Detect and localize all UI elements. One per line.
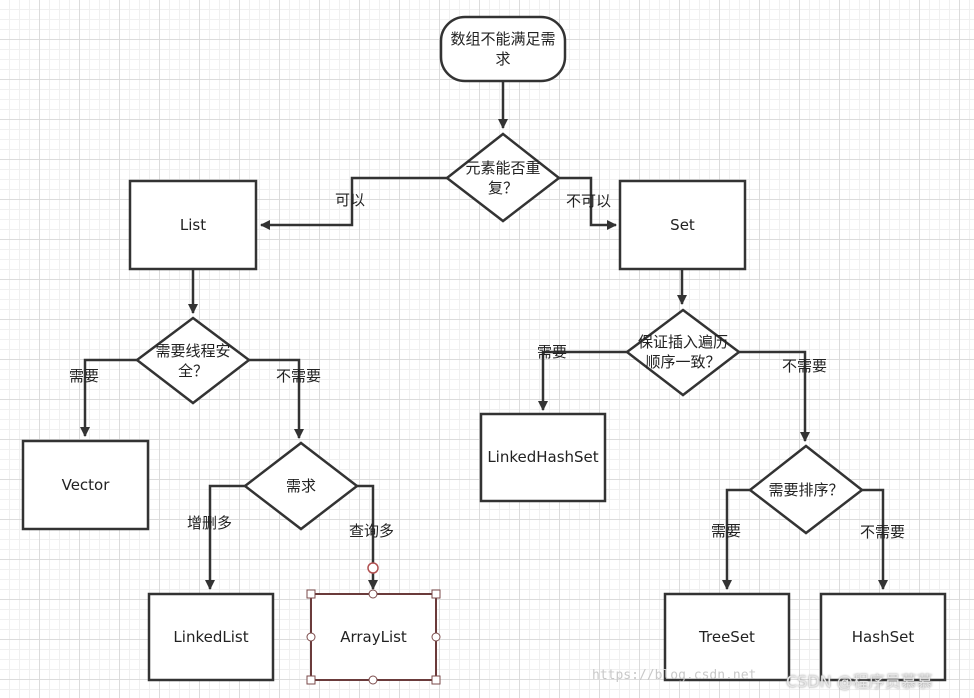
vector-label: Vector: [61, 476, 110, 494]
watermark-credit: CSDN @程序员慕慕: [786, 672, 933, 691]
edge-label-more-add-delete: 增删多: [187, 514, 233, 532]
edge-label-order-yes: 需要: [537, 343, 568, 361]
linkedhashset-box: [479, 412, 607, 503]
edge-sort-to-treeset: [722, 488, 750, 590]
set-box: [618, 179, 747, 271]
edge-dup-to-set: [559, 176, 617, 230]
edge-label-thread-no: 不需要: [276, 367, 322, 385]
sort-decision: [747, 444, 865, 535]
list-box: [128, 179, 258, 271]
edge-need-to-linkedlist: [205, 484, 245, 590]
edge-sort-to-hashset: [862, 488, 888, 590]
selection-handles: [306, 589, 441, 685]
linkedlist-label: LinkedList: [173, 628, 249, 646]
treeset-label: TreeSet: [699, 628, 755, 646]
edge-label-thread-yes: 需要: [69, 367, 100, 385]
edge-label-more-query: 查询多: [349, 522, 395, 540]
linkedhashset-label: LinkedHashSet: [487, 448, 599, 466]
watermark-url: https://blog.csdn.net: [592, 668, 757, 683]
order-decision: [624, 308, 742, 397]
edge-dup-to-list: [260, 176, 447, 230]
edge-order-to-sort: [739, 350, 810, 442]
hashset-label: HashSet: [851, 628, 915, 646]
edge-label-cannot: 不可以: [566, 192, 612, 210]
sort-question-label: 需要排序？: [768, 481, 844, 499]
edge-label-order-no: 不需要: [782, 357, 828, 375]
dup-question-label: 元素能否重复？: [465, 159, 541, 197]
connection-point: [367, 562, 379, 574]
hashset-box: [819, 592, 947, 682]
treeset-box: [663, 592, 791, 682]
dup-decision: [444, 132, 562, 223]
linkedlist-box: [147, 592, 275, 682]
order-question-label: 保证插入遍历顺序一致？: [637, 333, 728, 371]
edge-thread-to-need: [249, 358, 304, 439]
edge-need-to-arraylist: [357, 484, 378, 590]
edge-label-sort-yes: 需要: [711, 522, 742, 540]
vector-box: [21, 439, 150, 531]
need-decision: [242, 441, 360, 531]
need-question-label: 需求: [285, 477, 316, 495]
arraylist-label[interactable]: ArrayList: [340, 628, 407, 646]
edge-label-can: 可以: [335, 191, 366, 209]
start-label: 数组不能满足需求: [450, 30, 556, 68]
start-terminator: [439, 15, 567, 83]
thread-question-label: 需要线程安全？: [155, 342, 231, 380]
set-label: Set: [670, 216, 695, 234]
edge-order-to-lhs: [538, 350, 627, 411]
edge-thread-to-vector: [80, 358, 137, 437]
edge-label-sort-no: 不需要: [860, 523, 906, 541]
thread-decision: [134, 316, 252, 405]
list-label: List: [179, 216, 207, 234]
